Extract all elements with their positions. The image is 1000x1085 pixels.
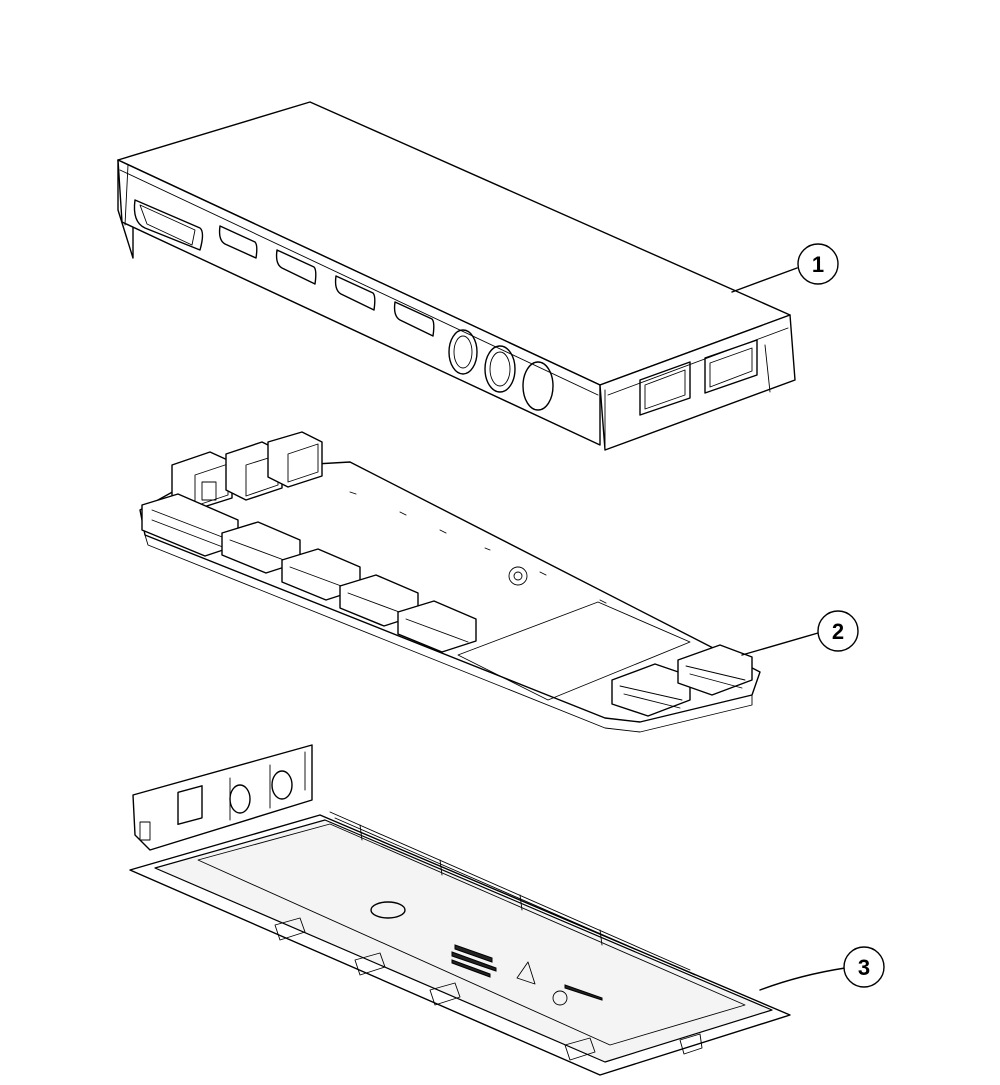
callout-3-number: 3 xyxy=(858,955,870,980)
end-ports xyxy=(639,339,758,416)
rear-jacks xyxy=(171,431,323,511)
callout-1-number: 1 xyxy=(812,252,824,277)
callout-2-number: 2 xyxy=(832,619,844,644)
circuit-board-assembly xyxy=(139,431,761,733)
callout-1: 1 xyxy=(731,243,839,293)
usb-connectors xyxy=(611,644,753,717)
top-cover xyxy=(117,101,796,451)
front-ports xyxy=(133,199,554,411)
front-connectors xyxy=(141,493,477,653)
callout-2: 2 xyxy=(741,610,859,656)
molded-markings xyxy=(451,944,603,1006)
bottom-base xyxy=(129,744,791,1076)
callout-3: 3 xyxy=(759,946,885,991)
